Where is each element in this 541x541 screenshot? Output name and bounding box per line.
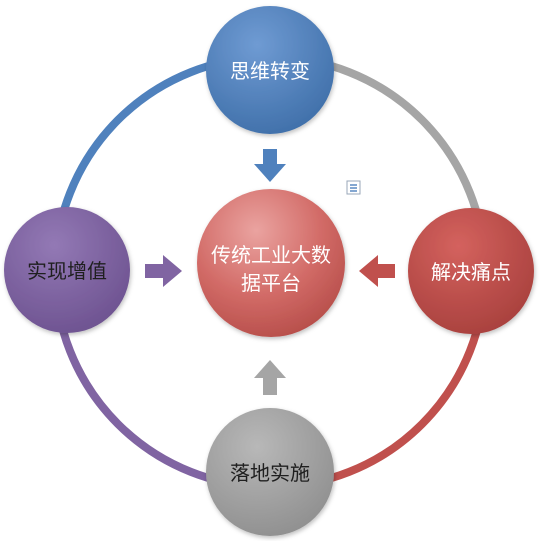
node-bottom-label: 落地实施 (230, 461, 310, 485)
node-left[interactable]: 实现增值 (4, 207, 130, 333)
node-top[interactable]: 思维转变 (206, 6, 334, 134)
center-node[interactable]: 传统工业大数 据平台 (197, 189, 345, 337)
center-node-circle (197, 189, 345, 337)
node-bottom-circle (206, 408, 334, 536)
arrow-right-icon (145, 255, 182, 287)
node-right-label: 解决痛点 (431, 260, 511, 284)
arrow-down-icon (254, 149, 286, 182)
center-node-label-line2: 据平台 (241, 271, 301, 295)
node-right-circle (408, 208, 534, 334)
node-left-circle (4, 207, 130, 333)
arrow-up-icon (254, 360, 286, 395)
node-bottom[interactable]: 落地实施 (206, 408, 334, 536)
node-top-circle (206, 6, 334, 134)
node-right[interactable]: 解决痛点 (408, 208, 534, 334)
node-top-label: 思维转变 (230, 59, 310, 83)
center-node-label-line1: 传统工业大数 (211, 243, 331, 267)
layout-options-icon[interactable] (346, 180, 361, 195)
node-left-label: 实现增值 (27, 259, 107, 283)
arrow-left-icon (359, 255, 395, 287)
